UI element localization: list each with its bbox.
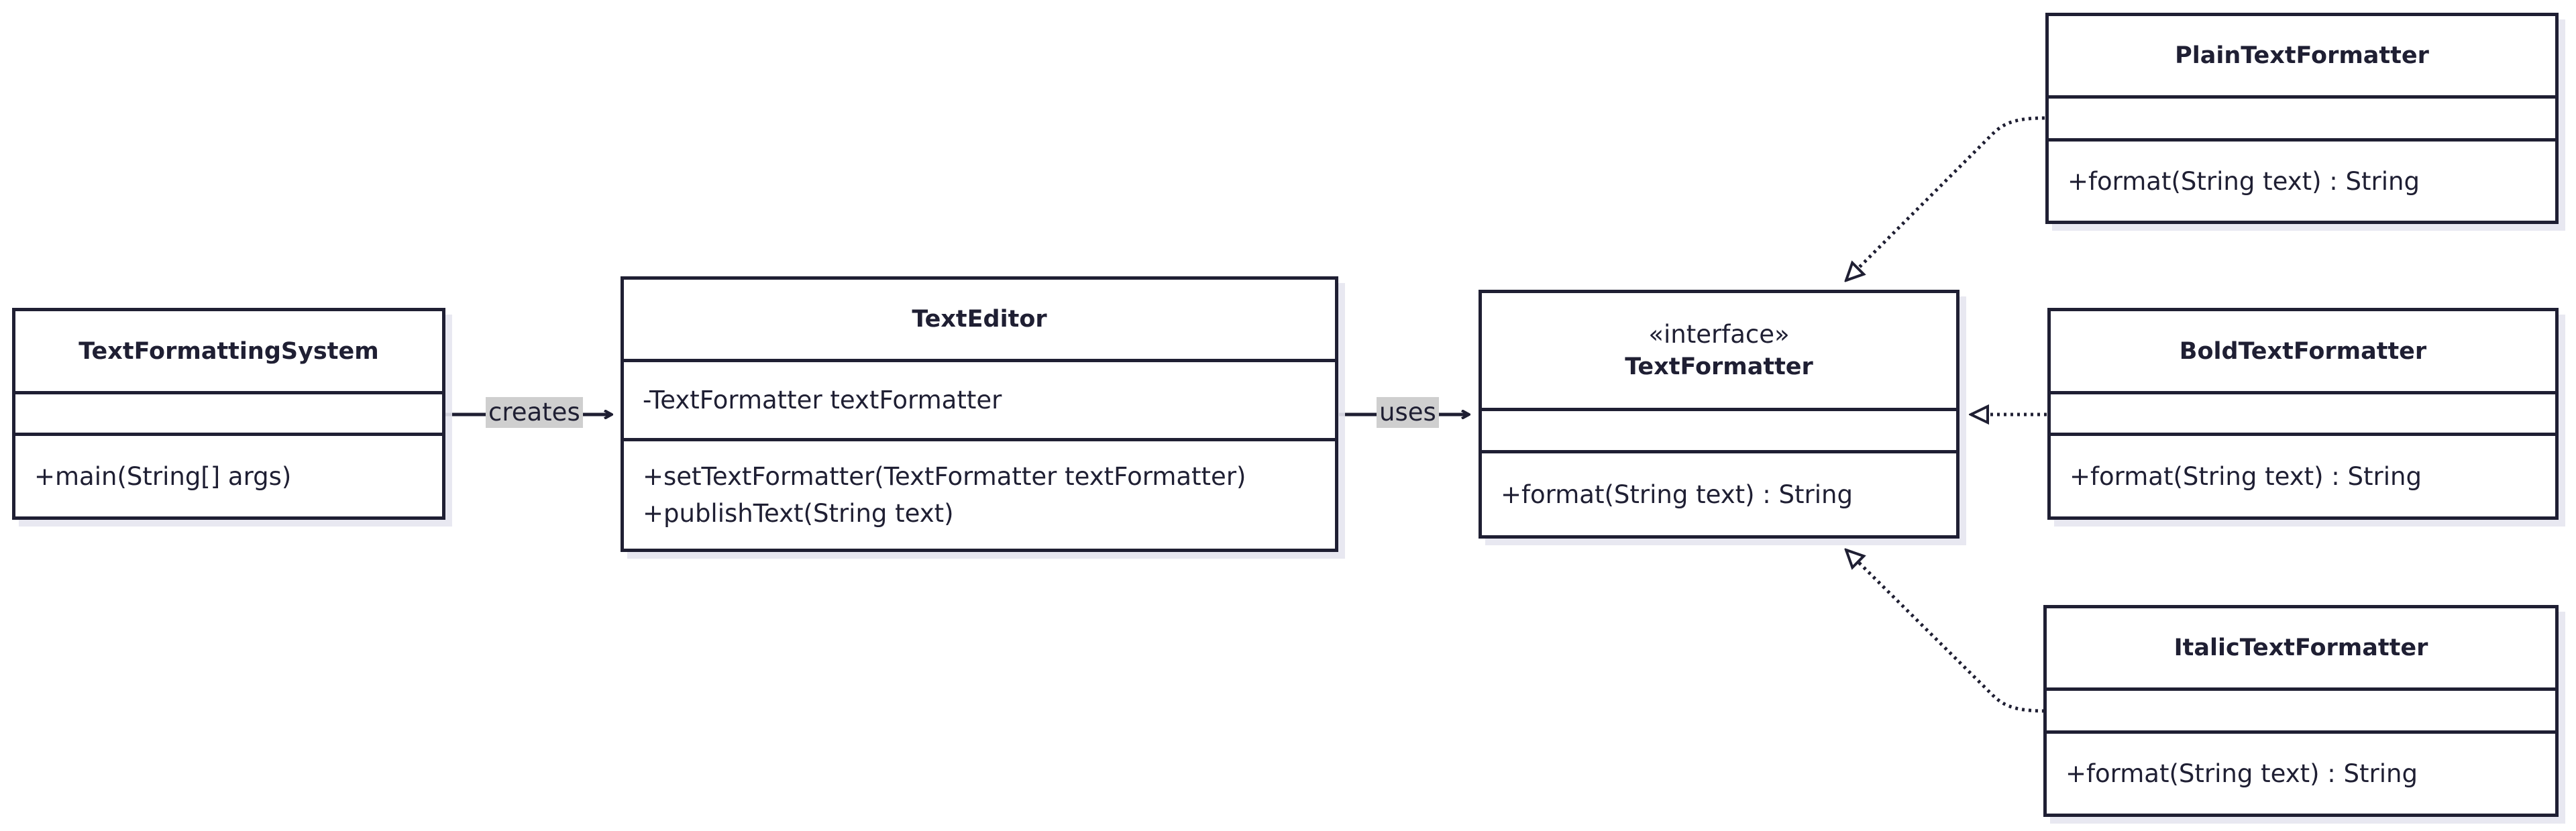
- method: +main(String[] args): [34, 461, 292, 491]
- class-plain-text-formatter[interactable]: PlainTextFormatter +format(String text) …: [2045, 13, 2559, 224]
- class-header: TextFormattingSystem: [15, 311, 442, 391]
- methods-compartment: +format(String text) : String: [2051, 433, 2555, 516]
- interface-text-formatter[interactable]: «interface» TextFormatter +format(String…: [1479, 290, 1960, 539]
- class-name: PlainTextFormatter: [2175, 42, 2429, 69]
- attributes-compartment: [2047, 687, 2555, 730]
- class-text-editor[interactable]: TextEditor -TextFormatter textFormatter …: [621, 276, 1338, 552]
- creates-label: creates: [486, 397, 583, 428]
- methods-compartment: +main(String[] args): [15, 433, 442, 516]
- methods-compartment: +format(String text) : String: [2049, 138, 2555, 221]
- class-name: BoldTextFormatter: [2179, 337, 2427, 365]
- class-italic-text-formatter[interactable]: ItalicTextFormatter +format(String text)…: [2043, 605, 2559, 817]
- class-text-formatting-system[interactable]: TextFormattingSystem +main(String[] args…: [12, 308, 445, 520]
- methods-compartment: +format(String text) : String: [2047, 730, 2555, 814]
- attribute: -TextFormatter textFormatter: [643, 386, 1002, 414]
- stereotype-label: «interface»: [1648, 319, 1790, 349]
- italic-realization-edge: [1846, 550, 2045, 713]
- class-name: TextFormattingSystem: [78, 337, 379, 365]
- class-header: ItalicTextFormatter: [2047, 608, 2555, 687]
- methods-compartment: +setTextFormatter(TextFormatter textForm…: [624, 438, 1335, 549]
- method: +publishText(String text): [643, 499, 954, 528]
- attributes-compartment: [2049, 95, 2555, 138]
- class-name: ItalicTextFormatter: [2174, 634, 2428, 661]
- method: +setTextFormatter(TextFormatter textForm…: [643, 462, 1246, 491]
- attributes-compartment: -TextFormatter textFormatter: [624, 359, 1335, 438]
- attributes-compartment: [15, 391, 442, 433]
- class-header: TextEditor: [624, 280, 1335, 359]
- methods-compartment: +format(String text) : String: [1482, 450, 1956, 535]
- class-name: TextFormatter: [1625, 353, 1813, 380]
- plain-realization-edge: [1846, 116, 2045, 280]
- class-header: «interface» TextFormatter: [1482, 293, 1956, 408]
- attributes-compartment: [1482, 408, 1956, 450]
- class-header: BoldTextFormatter: [2051, 311, 2555, 391]
- method: +format(String text) : String: [2065, 759, 2418, 788]
- method: +format(String text) : String: [1501, 480, 1853, 509]
- method: +format(String text) : String: [2068, 166, 2420, 196]
- uses-label: uses: [1377, 397, 1439, 428]
- class-bold-text-formatter[interactable]: BoldTextFormatter +format(String text) :…: [2047, 308, 2559, 520]
- class-header: PlainTextFormatter: [2049, 16, 2555, 95]
- method: +format(String text) : String: [2070, 461, 2422, 491]
- class-name: TextEditor: [912, 306, 1047, 333]
- attributes-compartment: [2051, 391, 2555, 433]
